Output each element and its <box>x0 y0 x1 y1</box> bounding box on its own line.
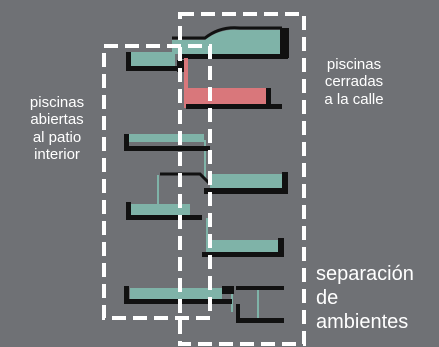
label-closed-pools: piscinas cerradas a la calle <box>304 56 404 108</box>
label-separation-line-2: de <box>316 287 339 309</box>
pool-left-1-wall <box>126 52 131 70</box>
pool-bottom-left-wall <box>124 286 129 304</box>
pool-bottom-left <box>130 288 222 300</box>
pool-left-1 <box>130 52 175 66</box>
pool-left-3-wall <box>126 202 131 220</box>
label-separation: separación de ambientes <box>316 262 436 334</box>
pool-top <box>172 29 280 54</box>
pool-right-3-slab <box>202 252 284 257</box>
pool-right-2-edge <box>160 172 212 186</box>
label-open-line-4: interior <box>34 145 80 163</box>
label-open-line-2: abiertas <box>30 111 84 129</box>
pool-left-2-wall <box>124 134 129 148</box>
pool-right-3-wall <box>278 238 284 256</box>
pool-bottom-right-slab <box>236 318 284 323</box>
frame-patio-interior <box>102 44 212 320</box>
pool-top-wall <box>280 28 289 58</box>
pool-left-1-step <box>177 60 185 72</box>
pool-street-red <box>186 88 266 106</box>
pool-right-2-slab <box>204 188 288 194</box>
label-open-line-3: al patio <box>32 128 82 146</box>
pool-top-roof <box>172 26 282 40</box>
pool-left-3 <box>130 204 190 216</box>
pool-bottom-step <box>222 286 234 294</box>
pool-left-2 <box>128 134 204 142</box>
pool-red-slab <box>186 104 282 109</box>
pool-left-1-slab <box>126 66 178 71</box>
pool-bottom-right-top <box>236 286 284 290</box>
label-closed-line-3: a la calle <box>324 90 384 108</box>
label-open-line-1: piscinas <box>29 94 85 111</box>
label-separation-line-3: ambientes <box>316 311 409 333</box>
pool-red-wall <box>266 88 271 108</box>
pool-left-3-slab <box>126 215 202 220</box>
pool-bottom-right-wall <box>236 304 240 322</box>
pool-right-2 <box>210 174 282 188</box>
label-closed-line-1: piscinas <box>326 56 382 73</box>
pool-top-slab <box>180 54 288 59</box>
pool-right-3 <box>208 240 278 252</box>
label-separation-line-1: separación <box>316 263 414 285</box>
pool-street-red-riser <box>184 58 188 108</box>
label-closed-line-2: cerradas <box>324 73 384 91</box>
pool-left-2-slab <box>124 146 210 151</box>
pool-right-2-wall <box>282 172 288 194</box>
label-open-pools: piscinas abiertas al patio interior <box>12 94 102 163</box>
frame-street <box>178 12 306 346</box>
